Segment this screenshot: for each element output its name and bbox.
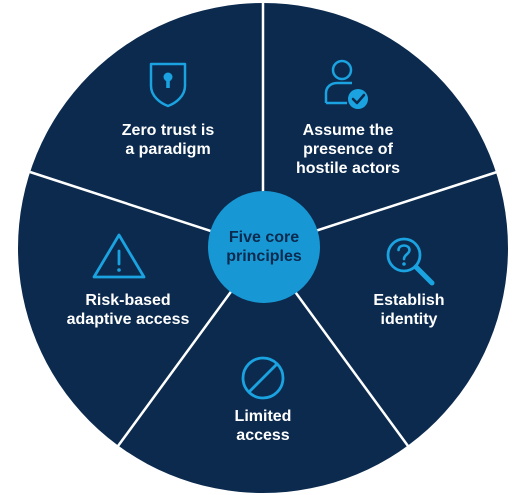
principle-label-hostile-actors: Assume the presence of hostile actors [295,122,401,177]
magnifier-question-icon [386,237,435,286]
principle-label-limited-access: Limited access [234,408,292,444]
center-title: Five core principles [226,229,302,265]
shield-lock-icon [149,62,187,108]
principle-label-zero-trust: Zero trust is a paradigm [121,122,215,158]
principle-label-establish-identity: Establish identity [373,292,445,328]
center-circle [208,191,320,303]
warning-triangle-icon [92,233,146,279]
principle-label-risk-based: Risk-based adaptive access [66,292,190,328]
segment-dividers [29,0,498,447]
prohibited-icon [241,356,285,400]
user-check-icon [324,59,368,109]
